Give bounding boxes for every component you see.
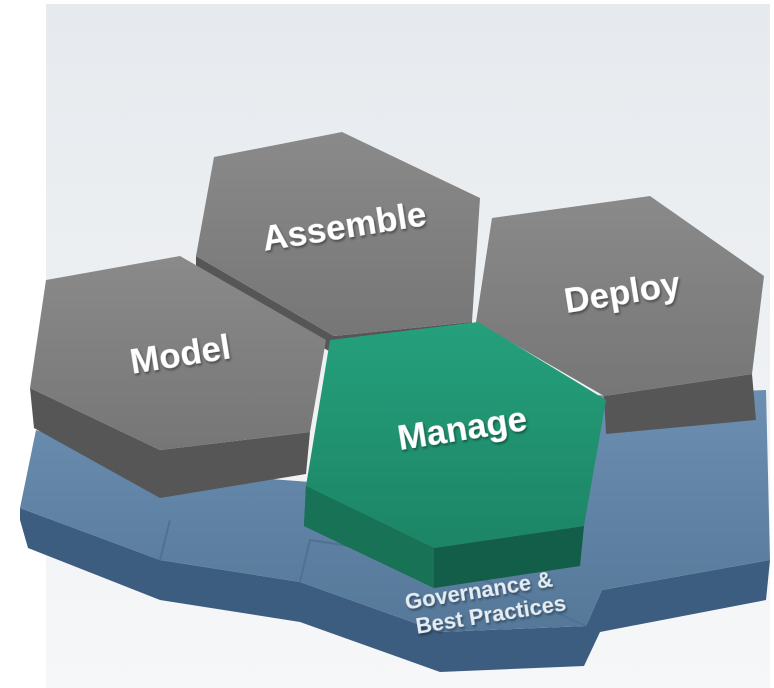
assemble-tile-side: [196, 256, 472, 354]
assemble-tile: [196, 132, 480, 354]
model-tile-side: [30, 388, 310, 498]
assemble-tile-top: [196, 132, 480, 336]
deploy-tile-side: [604, 374, 756, 434]
manage-tile-front: [304, 486, 434, 588]
model-tile-top: [30, 256, 326, 450]
model-tile: [30, 256, 326, 498]
base-layer-seam-2: [159, 519, 171, 561]
base-layer-side: [20, 508, 770, 672]
manage-tile: [304, 322, 606, 588]
manage-tile-top: [306, 322, 606, 548]
deploy-tile: [476, 196, 764, 434]
deploy-tile-top: [476, 196, 764, 396]
manage-tile-side: [304, 486, 584, 588]
